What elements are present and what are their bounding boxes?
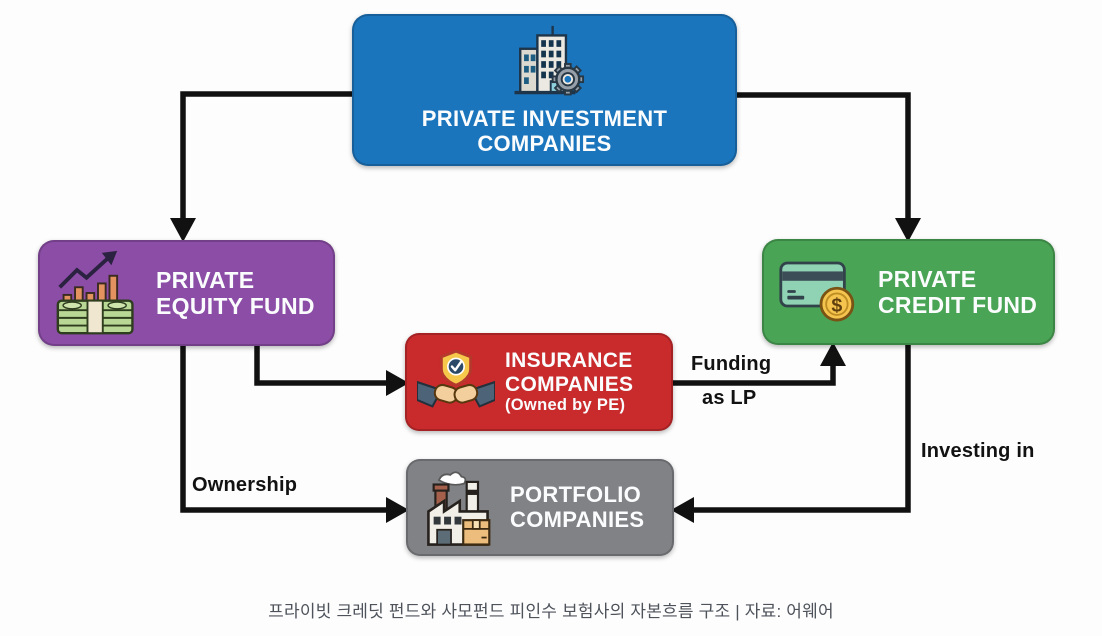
building-gear-icon <box>499 24 591 104</box>
node-label-line2: CREDIT FUND <box>878 292 1038 318</box>
diagram-caption: 프라이빗 크레딧 펀드와 사모펀드 피인수 보험사의 자본흐름 구조 | 자료:… <box>268 602 834 621</box>
arrowhead-right-insurance <box>386 370 409 396</box>
handshake-shield-icon <box>417 347 495 417</box>
arrowhead-up-credit <box>820 342 846 366</box>
node-portfolio-companies: PORTFOLIO COMPANIES <box>406 459 674 556</box>
edge-label-ownership: Ownership <box>192 474 298 496</box>
node-label-line1: PRIVATE <box>156 267 255 294</box>
node-private-investment-companies: PRIVATE INVESTMENT COMPANIES <box>352 14 737 166</box>
arrow-equity-to-portfolio <box>180 346 388 513</box>
node-label-line2: COMPANIES <box>510 506 645 532</box>
arrow-investment-to-credit <box>737 92 911 220</box>
arrowhead-down-equity <box>170 218 196 242</box>
node-label-line2: COMPANIES <box>477 130 612 156</box>
node-label-line1: PRIVATE INVESTMENT <box>421 105 668 131</box>
node-label-line2: EQUITY FUND <box>156 293 315 319</box>
arrow-equity-to-insurance <box>254 346 388 386</box>
node-private-equity-fund: PRIVATE EQUITY FUND <box>38 240 335 346</box>
arrowhead-left-portfolio <box>671 497 694 523</box>
node-label-line2: COMPANIES <box>505 372 634 396</box>
node-label-line1: PRIVATE <box>878 266 977 293</box>
edge-label-investing-in: Investing in <box>921 440 1035 462</box>
edge-label-funding-line2: as LP <box>702 387 757 409</box>
node-label-line1: INSURANCE <box>505 348 633 372</box>
money-growth-icon <box>54 249 142 337</box>
arrow-investment-to-equity <box>180 91 352 220</box>
factory-icon <box>418 468 498 548</box>
node-insurance-companies: INSURANCE COMPANIES (Owned by PE) <box>405 333 673 431</box>
arrow-credit-to-portfolio <box>692 345 911 513</box>
node-private-credit-fund: $ PRIVATE CREDIT FUND <box>762 239 1055 345</box>
edge-label-funding-line1: Funding <box>691 353 772 375</box>
dollar-glyph: $ <box>831 295 842 317</box>
node-label-line3: (Owned by PE) <box>505 396 626 415</box>
arrowhead-down-credit <box>895 218 921 242</box>
arrow-insurance-to-credit <box>672 364 836 386</box>
node-label-line1: PORTFOLIO <box>510 481 642 507</box>
credit-card-coin-icon: $ <box>778 258 864 326</box>
arrowhead-right-portfolio <box>386 497 409 523</box>
